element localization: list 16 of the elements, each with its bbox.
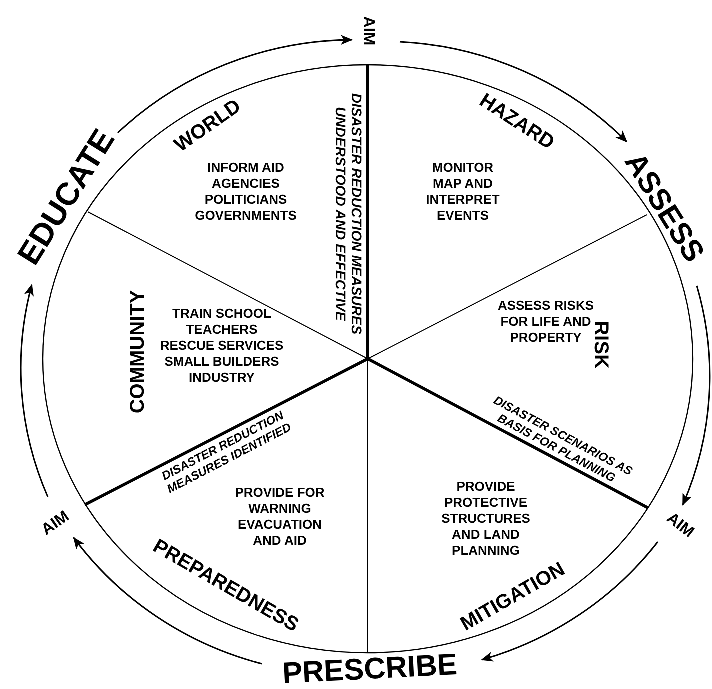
- arrow: [481, 542, 659, 662]
- sector-text: TRAIN SCHOOL TEACHERS RESCUE SERVICES SMALL BUILDERS INDUSTRY: [159, 306, 285, 386]
- arrow: [118, 36, 353, 134]
- stage-label: PRESCRIBE: [282, 650, 458, 689]
- aim-label: AIM: [360, 16, 376, 46]
- aim-label: AIM: [39, 509, 73, 539]
- arrow: [400, 41, 628, 143]
- sector-text: INFORM AID AGENCIES POLITICIANS GOVERNMENTS: [194, 160, 298, 224]
- arrow: [20, 284, 49, 498]
- arrow: [73, 537, 262, 665]
- aim-label: AIM: [664, 510, 696, 542]
- sector-text: PROVIDE PROTECTIVE STRUCTURES AND LAND PLANNING: [440, 479, 532, 559]
- sector-heading: COMMUNITY: [128, 290, 148, 414]
- divider-caption: DISASTER REDUCTION MEASURES UNDERSTOOD AND EFFECTIVE: [333, 92, 365, 337]
- arrow: [682, 286, 710, 506]
- sector-text: MONITOR MAP AND INTERPRET EVENTS: [425, 160, 501, 224]
